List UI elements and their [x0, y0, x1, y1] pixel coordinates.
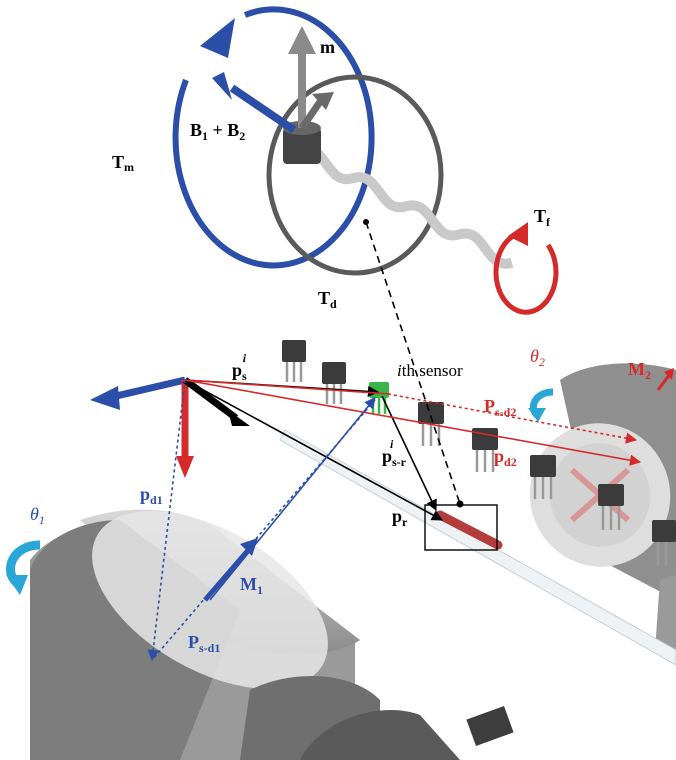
- hall-sensors: [282, 340, 676, 566]
- label-pd1: pd1: [140, 484, 163, 507]
- label-tm: Tm: [112, 152, 134, 174]
- glass-tube: [279, 429, 676, 666]
- psr-vector: [381, 395, 437, 512]
- pd1-vector: [147, 379, 186, 662]
- label-b1-b2: B1 + B2: [190, 120, 245, 143]
- label-tf: Tf: [534, 206, 551, 229]
- m2-arrow: [656, 368, 674, 391]
- label-m2: M2: [628, 359, 651, 382]
- sensor: [282, 340, 306, 382]
- label-psr: ps-ri: [382, 437, 407, 469]
- tm-rotation-ring: [172, 6, 375, 269]
- label-m1: M1: [240, 574, 263, 597]
- label-ith-sensor: ith sensor: [397, 361, 463, 380]
- ith-sensor: [369, 382, 389, 414]
- psd2-vector: [387, 393, 638, 444]
- pr-vector: [184, 379, 443, 521]
- label-theta1: θ1: [30, 504, 45, 527]
- theta1-rotation-icon: [6, 540, 41, 595]
- spring: [298, 144, 514, 269]
- label-m: m: [320, 37, 335, 57]
- capsule-highlight-box: [424, 504, 498, 551]
- b-field-arrow: [229, 84, 297, 134]
- torque-diagram: [172, 6, 559, 315]
- m1-arrow: [203, 538, 258, 602]
- red-origin-line: [184, 379, 391, 395]
- tm-arrowhead: [200, 18, 235, 58]
- sensor-frame-axes: [90, 376, 250, 478]
- td-rotation-ring: [266, 74, 444, 276]
- label-td: Td: [318, 288, 337, 311]
- theta2-rotation-icon: [528, 388, 554, 422]
- sensor: [322, 362, 346, 404]
- torque-link-dashed: [365, 221, 461, 505]
- sensor: [530, 455, 556, 499]
- sensor: [598, 484, 624, 530]
- sensor: [652, 520, 676, 566]
- sensor: [418, 402, 444, 446]
- tf-rotation-ring: [493, 230, 559, 315]
- label-psd2: Ps-d2: [484, 396, 516, 419]
- m1-to-sensor: [209, 397, 376, 601]
- tf-arrowhead: [508, 222, 528, 246]
- label-ps: psi: [232, 351, 247, 383]
- pd2-vector: [184, 379, 642, 466]
- label-theta2: θ2: [530, 346, 545, 369]
- label-pr: pr: [392, 506, 408, 529]
- magnet-core: [283, 128, 321, 164]
- label-psd1: Ps-d1: [188, 632, 220, 655]
- position-vectors: [147, 219, 642, 662]
- label-pd2: pd2: [494, 446, 517, 469]
